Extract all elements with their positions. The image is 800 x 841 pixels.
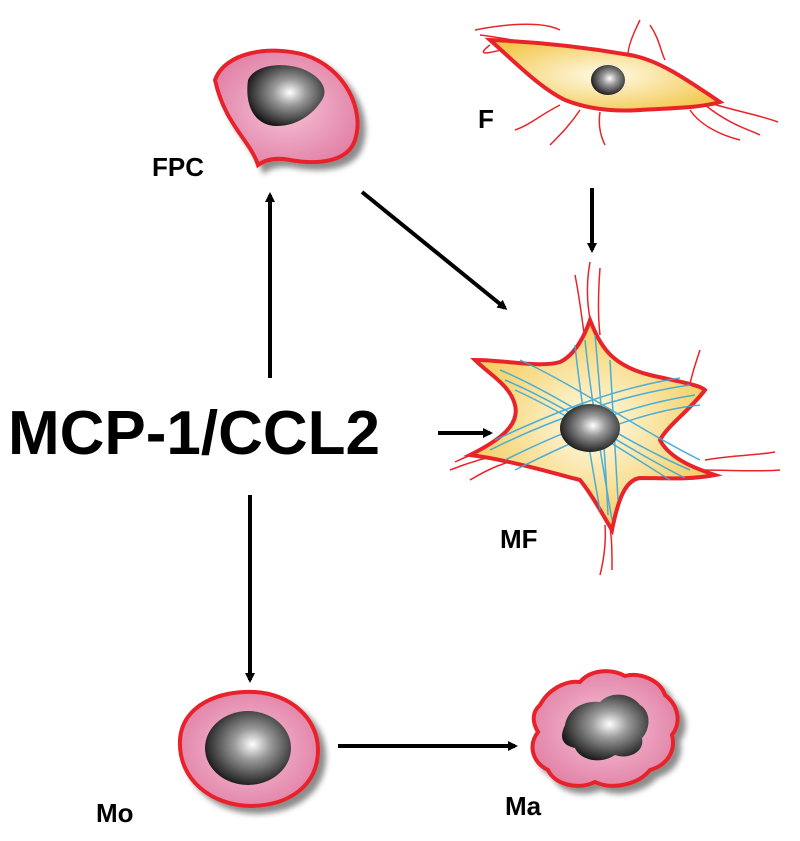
fpc-cell [212,48,360,169]
arrow-fpc-to-mf [360,190,508,310]
monocyte-cell [177,689,321,809]
label-fibroblast: F [478,104,494,134]
label-mcp1-ccl2: MCP-1/CCL2 [8,399,380,468]
label-fpc: FPC [152,152,204,182]
fibroblast-cell [474,19,779,146]
label-monocyte: Mo [96,798,134,828]
myofibroblast-cell [449,261,781,576]
label-macrophage: Ma [505,791,542,821]
label-myofibroblast: MF [500,524,538,554]
macrophage-cell [530,669,680,788]
arrows [245,188,597,751]
